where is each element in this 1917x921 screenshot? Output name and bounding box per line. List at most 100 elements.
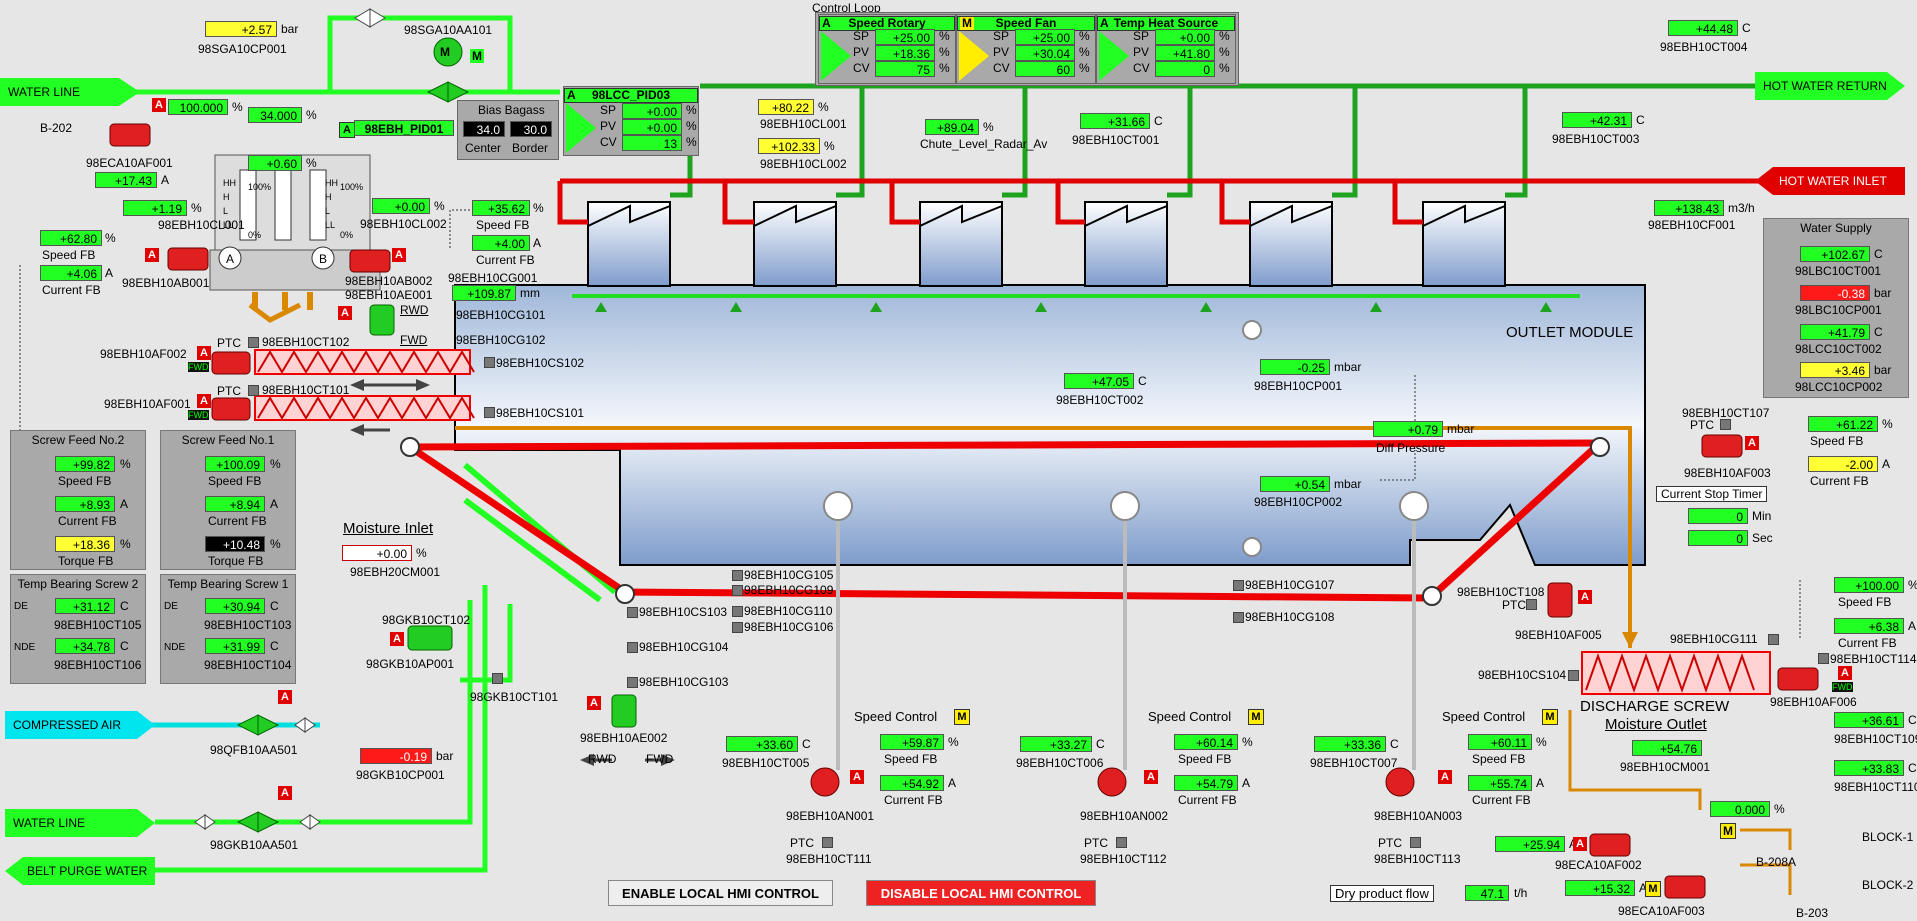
screw2-torque-value[interactable]: +18.36: [55, 536, 115, 552]
fan1-ct-value[interactable]: +33.27: [1020, 736, 1092, 752]
ct003-value[interactable]: +42.31: [1562, 112, 1632, 128]
timer-min-value[interactable]: 0: [1688, 508, 1748, 524]
bias-border-value[interactable]: 30.0: [510, 121, 552, 137]
mid-ct001-value[interactable]: +31.66: [1080, 113, 1150, 129]
hopper-left-h: H: [223, 192, 230, 202]
screw1-current-unit: A: [270, 497, 279, 511]
ws-v4-value[interactable]: +3.46: [1800, 362, 1870, 378]
dry-flow-label: Dry product flow: [1330, 885, 1434, 902]
v060-value[interactable]: +0.60: [248, 155, 302, 171]
speed_rotary-pv-value[interactable]: +18.36: [875, 45, 935, 61]
hopper-right-l: L: [325, 206, 331, 216]
fan1-current-value[interactable]: +54.79: [1174, 775, 1238, 791]
af001-fwd-badge: FWD: [188, 410, 209, 420]
bias-center-value[interactable]: 34.0: [463, 121, 505, 137]
pid03-sp-value[interactable]: +0.00: [622, 103, 682, 119]
cg106-ind: [732, 622, 743, 633]
af003r-current-value[interactable]: -2.00: [1808, 456, 1878, 472]
speed_fan-cv-value[interactable]: 60: [1015, 61, 1075, 77]
ab001-current-value[interactable]: +4.06: [40, 265, 102, 281]
speed_rotary-cv-unit: %: [939, 61, 950, 75]
eca-af003-value[interactable]: +15.32: [1565, 880, 1635, 896]
ct109-tag: 98EBH10CT109: [1834, 732, 1917, 746]
radar-value[interactable]: +89.04: [925, 119, 979, 135]
speed_rotary-cv-value[interactable]: 75: [875, 61, 935, 77]
fan0-current-label: Current FB: [884, 793, 943, 807]
hopper-right-h: H: [325, 192, 332, 202]
ct110-value[interactable]: +33.83: [1834, 760, 1904, 776]
mid-cp001-value[interactable]: -0.25: [1260, 359, 1330, 375]
fan2-current-value[interactable]: +55.74: [1468, 775, 1532, 791]
eca-af002-value[interactable]: +25.94: [1495, 836, 1565, 852]
ws-v3-value[interactable]: +41.79: [1800, 324, 1870, 340]
splitter-value[interactable]: 0.000: [1710, 801, 1770, 817]
screw1-torque-unit: %: [270, 537, 281, 551]
temp_heat-sp-unit: %: [1219, 29, 1230, 43]
speed_fan-pv-value[interactable]: +30.04: [1015, 45, 1075, 61]
sga-cp001-value[interactable]: +2.57: [205, 21, 277, 37]
af006-current-value[interactable]: +6.38: [1834, 618, 1904, 634]
ct002-value[interactable]: +47.05: [1064, 373, 1134, 389]
ws-v1-value[interactable]: +102.67: [1800, 246, 1870, 262]
ab002-current-value[interactable]: +4.00: [472, 235, 530, 251]
fan0-speed-unit: %: [948, 735, 959, 749]
screw1-torque-value[interactable]: +10.48: [205, 536, 265, 552]
gkb-cp001-value[interactable]: -0.19: [360, 748, 432, 764]
enable-local-hmi-button[interactable]: ENABLE LOCAL HMI CONTROL: [608, 880, 833, 906]
screw1-speed-value[interactable]: +100.09: [205, 456, 265, 472]
left-cl002-value[interactable]: +0.00: [372, 198, 430, 214]
fan2-speed-value[interactable]: +60.11: [1468, 734, 1532, 750]
mid-cl002-value[interactable]: +102.33: [758, 138, 820, 154]
temp_heat-cv-value[interactable]: 0: [1155, 61, 1215, 77]
ct109-value[interactable]: +36.61: [1834, 712, 1904, 728]
fan2-ct-value[interactable]: +33.36: [1314, 736, 1386, 752]
bear2-nde-value[interactable]: +34.78: [55, 638, 115, 654]
fan0-current-unit: A: [948, 776, 957, 790]
timer-sec-value[interactable]: 0: [1688, 530, 1748, 546]
ab002-speed-value[interactable]: +35.62: [472, 200, 530, 216]
fan0-speed-value[interactable]: +59.87: [880, 734, 944, 750]
fan1-speed-value[interactable]: +60.14: [1174, 734, 1238, 750]
dry-flow-value[interactable]: 47.1: [1465, 885, 1509, 901]
ct004-value[interactable]: +44.48: [1668, 20, 1738, 36]
ct110-unit: C: [1908, 761, 1917, 775]
bear1-nde-value[interactable]: +31.99: [205, 638, 265, 654]
moisture-inlet-value[interactable]: +0.00: [342, 545, 412, 561]
af003r-speed-value[interactable]: +61.22: [1808, 416, 1878, 432]
screw2-current-value[interactable]: +8.93: [55, 496, 115, 512]
cf001-value[interactable]: +138.43: [1654, 200, 1724, 216]
mid-cp002-value[interactable]: +0.54: [1260, 476, 1330, 492]
cm001-value[interactable]: +54.76: [1632, 740, 1702, 756]
bear1-de-value[interactable]: +30.94: [205, 598, 265, 614]
af003r-mode-badge: A: [1745, 436, 1759, 450]
af006-speed-value[interactable]: +100.00: [1834, 577, 1904, 593]
bear2-de-value[interactable]: +31.12: [55, 598, 115, 614]
left-cl001-value[interactable]: +1.19: [123, 200, 187, 216]
eca-af001-current[interactable]: +17.43: [95, 172, 157, 188]
speed_rotary-sp-value[interactable]: +25.00: [875, 29, 935, 45]
disable-local-hmi-button[interactable]: DISABLE LOCAL HMI CONTROL: [866, 880, 1096, 906]
cg102-tag: 98EBH10CG102: [456, 333, 546, 347]
diff-value[interactable]: +0.79: [1373, 421, 1443, 437]
pid01-label[interactable]: 98EBH_PID01: [354, 120, 454, 136]
fan0-current-value[interactable]: +54.92: [880, 775, 944, 791]
ab001-speed-value[interactable]: +62.80: [40, 230, 102, 246]
cg001-value[interactable]: +109.87: [452, 285, 516, 301]
screw1-current-value[interactable]: +8.94: [205, 496, 265, 512]
temp_heat-sp-value[interactable]: +0.00: [1155, 29, 1215, 45]
pid03-pv-value[interactable]: +0.00: [622, 119, 682, 135]
fan0-ct-value[interactable]: +33.60: [726, 736, 798, 752]
ws-v2-value[interactable]: -0.38: [1800, 285, 1870, 301]
v34-value[interactable]: 34.000: [248, 107, 302, 123]
temp_heat-pv-value[interactable]: +41.80: [1155, 45, 1215, 61]
flow-100-value[interactable]: 100.000: [168, 99, 228, 115]
speed_fan-sp-value[interactable]: +25.00: [1015, 29, 1075, 45]
hopper-100-a: 100%: [248, 182, 272, 192]
fan0-a-badge: A: [850, 770, 864, 784]
pid03-cv-value[interactable]: 13: [622, 135, 682, 151]
fan0-ct-tag: 98EBH10CT005: [722, 756, 810, 770]
mid-cl001-value[interactable]: +80.22: [758, 99, 814, 115]
screw2-speed-value[interactable]: +99.82: [55, 456, 115, 472]
